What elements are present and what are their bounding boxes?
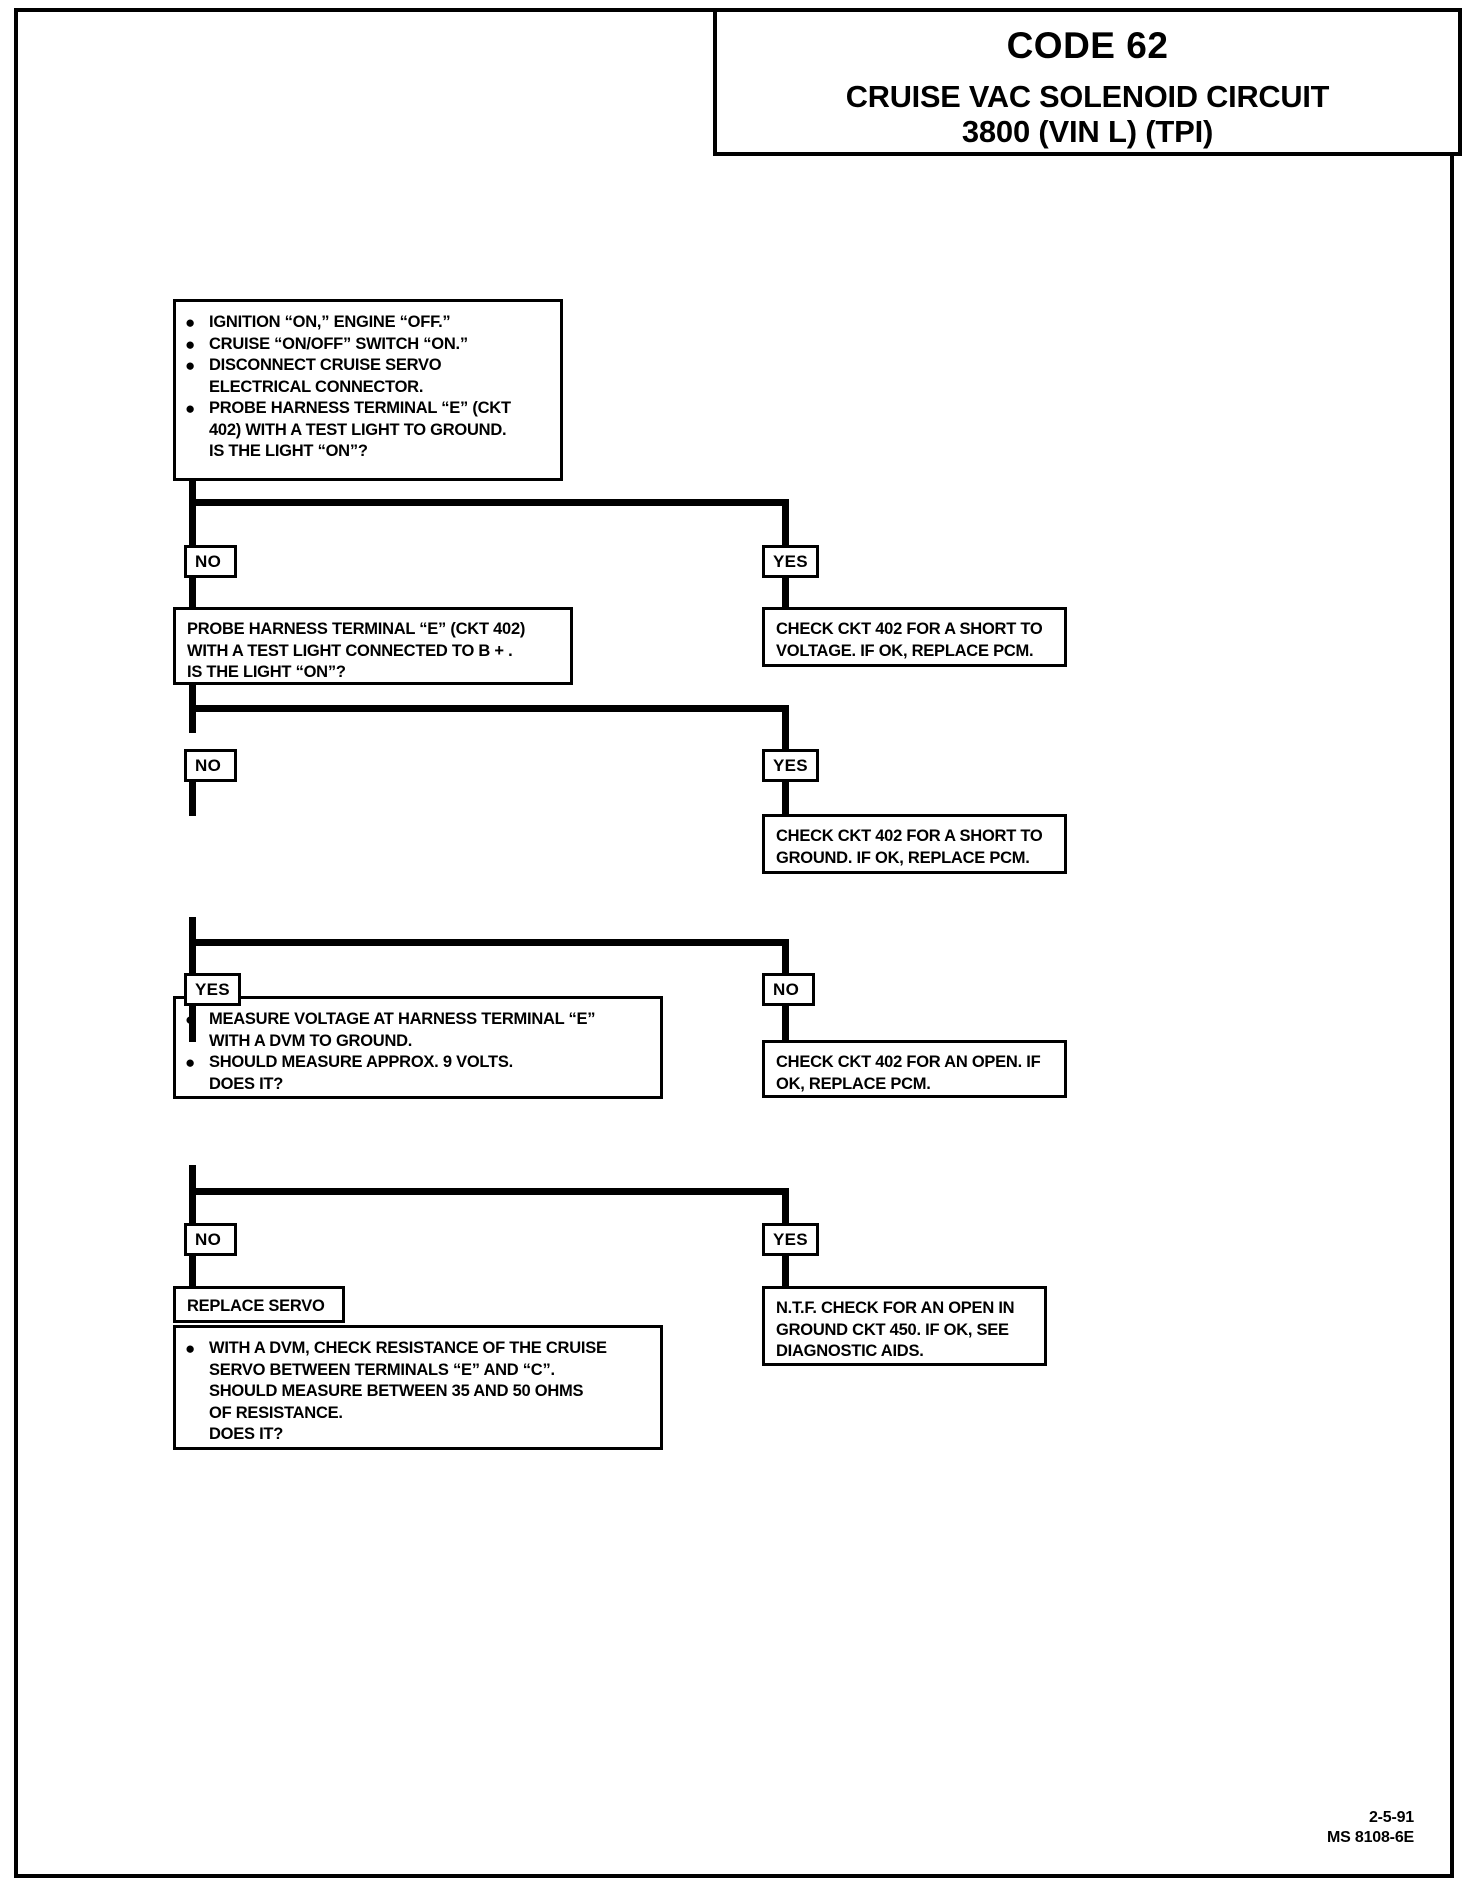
step2-branch-horizontal	[189, 705, 789, 712]
diagnostic-code: CODE 62	[1006, 25, 1169, 66]
step1-bullet-3-text: DISCONNECT CRUISE SERVO ELECTRICAL CONNE…	[209, 356, 442, 396]
footer-date: 2-5-91	[1368, 1809, 1414, 1826]
step1-no-to-step2	[189, 578, 196, 610]
bullet-icon: ●	[185, 1053, 196, 1072]
step3-no-to-result3	[782, 1006, 789, 1042]
step1-bullet-4-text: PROBE HARNESS TERMINAL “E” (CKT 402) WIT…	[209, 399, 511, 460]
step4-yes-label: YES	[773, 1229, 808, 1249]
step4-no-tag: NO	[184, 1223, 237, 1256]
bullet-icon: ●	[185, 313, 196, 332]
step2-no-tag: NO	[184, 749, 237, 782]
result-open-circuit-text: CHECK CKT 402 FOR AN OPEN. IF OK, REPLAC…	[776, 1053, 1041, 1093]
bullet-icon: ●	[185, 1339, 196, 1358]
step1-bullet-2: ● CRUISE “ON/OFF” SWITCH “ON.”	[180, 334, 552, 356]
step1-no-label: NO	[195, 551, 222, 571]
step3-no-label: NO	[773, 979, 800, 999]
step1-bullet-1-text: IGNITION “ON,” ENGINE “OFF.”	[209, 313, 451, 331]
step2-decision-box: PROBE HARNESS TERMINAL “E” (CKT 402) WIT…	[173, 607, 573, 685]
step1-yes-tag: YES	[762, 545, 819, 578]
circuit-title-line2: 3800 (VIN L) (TPI)	[961, 113, 1214, 149]
step1-bullet-2-text: CRUISE “ON/OFF” SWITCH “ON.”	[209, 334, 468, 353]
step4-no-label: NO	[195, 1229, 222, 1249]
result-replace-servo-text: REPLACE SERVO	[187, 1297, 325, 1315]
step3-bullet-1-text: MEASURE VOLTAGE AT HARNESS TERMINAL “E” …	[209, 1010, 596, 1050]
header-block: CODE 62 CRUISE VAC SOLENOID CIRCUIT 3800…	[713, 8, 1462, 156]
step1-bullet-4: ● PROBE HARNESS TERMINAL “E” (CKT 402) W…	[180, 398, 552, 463]
result-short-to-ground-text: CHECK CKT 402 FOR A SHORT TO GROUND. IF …	[776, 827, 1043, 867]
step2-yes-to-result2	[782, 782, 789, 816]
step1-yes-label: YES	[773, 551, 808, 571]
step4-branch-horizontal	[189, 1188, 789, 1195]
step4-yes-to-result5	[782, 1256, 789, 1288]
result-open-circuit-box: CHECK CKT 402 FOR AN OPEN. IF OK, REPLAC…	[762, 1040, 1067, 1098]
result-short-to-ground-box: CHECK CKT 402 FOR A SHORT TO GROUND. IF …	[762, 814, 1067, 874]
step3-no-tag: NO	[762, 973, 815, 1006]
step1-bullet-1: ● IGNITION “ON,” ENGINE “OFF.”	[180, 312, 552, 334]
step3-yes-label: YES	[195, 979, 230, 999]
result-replace-servo-box: REPLACE SERVO	[173, 1286, 345, 1323]
step4-bullet-1-text: WITH A DVM, CHECK RESISTANCE OF THE CRUI…	[209, 1339, 607, 1443]
step3-bullet-1: ● MEASURE VOLTAGE AT HARNESS TERMINAL “E…	[180, 1009, 652, 1052]
bullet-icon: ●	[185, 399, 196, 418]
step3-yes-tag: YES	[184, 973, 241, 1006]
result-ntf-text: N.T.F. CHECK FOR AN OPEN IN GROUND CKT 4…	[776, 1299, 1015, 1360]
result-short-to-voltage-text: CHECK CKT 402 FOR A SHORT TO VOLTAGE. IF…	[776, 620, 1043, 660]
step1-no-drop	[189, 499, 196, 547]
step2-no-to-step3	[189, 782, 196, 816]
circuit-title-line1: CRUISE VAC SOLENOID CIRCUIT	[845, 79, 1330, 114]
bullet-icon: ●	[185, 334, 196, 354]
step3-bullet-2-text: SHOULD MEASURE APPROX. 9 VOLTS. DOES IT?	[209, 1053, 513, 1093]
step2-yes-tag: YES	[762, 749, 819, 782]
step3-branch-horizontal	[189, 939, 789, 946]
page-border: CODE 62 CRUISE VAC SOLENOID CIRCUIT 3800…	[14, 8, 1462, 1878]
step1-decision-box: ● IGNITION “ON,” ENGINE “OFF.” ● CRUISE …	[173, 299, 563, 481]
step3-decision-box: ● MEASURE VOLTAGE AT HARNESS TERMINAL “E…	[173, 996, 663, 1099]
step1-yes-drop	[782, 499, 789, 547]
footer-doc-id: MS 8108-6E	[1327, 1829, 1414, 1846]
step1-no-tag: NO	[184, 545, 237, 578]
footer-block: 2-5-91 MS 8108-6E	[1327, 1808, 1414, 1848]
step4-yes-drop	[782, 1188, 789, 1224]
result-short-to-voltage-box: CHECK CKT 402 FOR A SHORT TO VOLTAGE. IF…	[762, 607, 1067, 667]
step4-bullet-1: ● WITH A DVM, CHECK RESISTANCE OF THE CR…	[180, 1338, 652, 1446]
step3-bullet-2: ● SHOULD MEASURE APPROX. 9 VOLTS. DOES I…	[180, 1052, 652, 1095]
bullet-icon: ●	[185, 356, 196, 375]
step4-yes-tag: YES	[762, 1223, 819, 1256]
result-ntf-box: N.T.F. CHECK FOR AN OPEN IN GROUND CKT 4…	[762, 1286, 1047, 1366]
step1-yes-to-result1	[782, 578, 789, 610]
step3-yes-to-step4	[189, 1006, 196, 1042]
step2-yes-label: YES	[773, 755, 808, 775]
step1-bullet-3: ● DISCONNECT CRUISE SERVO ELECTRICAL CON…	[180, 355, 552, 398]
step2-yes-drop	[782, 705, 789, 751]
step4-decision-box: ● WITH A DVM, CHECK RESISTANCE OF THE CR…	[173, 1325, 663, 1450]
step3-stem-down	[189, 917, 196, 975]
step1-branch-horizontal	[189, 499, 789, 506]
step4-no-to-result4	[189, 1256, 196, 1288]
step2-text: PROBE HARNESS TERMINAL “E” (CKT 402) WIT…	[187, 620, 526, 681]
step2-no-label: NO	[195, 755, 222, 775]
step3-no-drop	[782, 939, 789, 975]
